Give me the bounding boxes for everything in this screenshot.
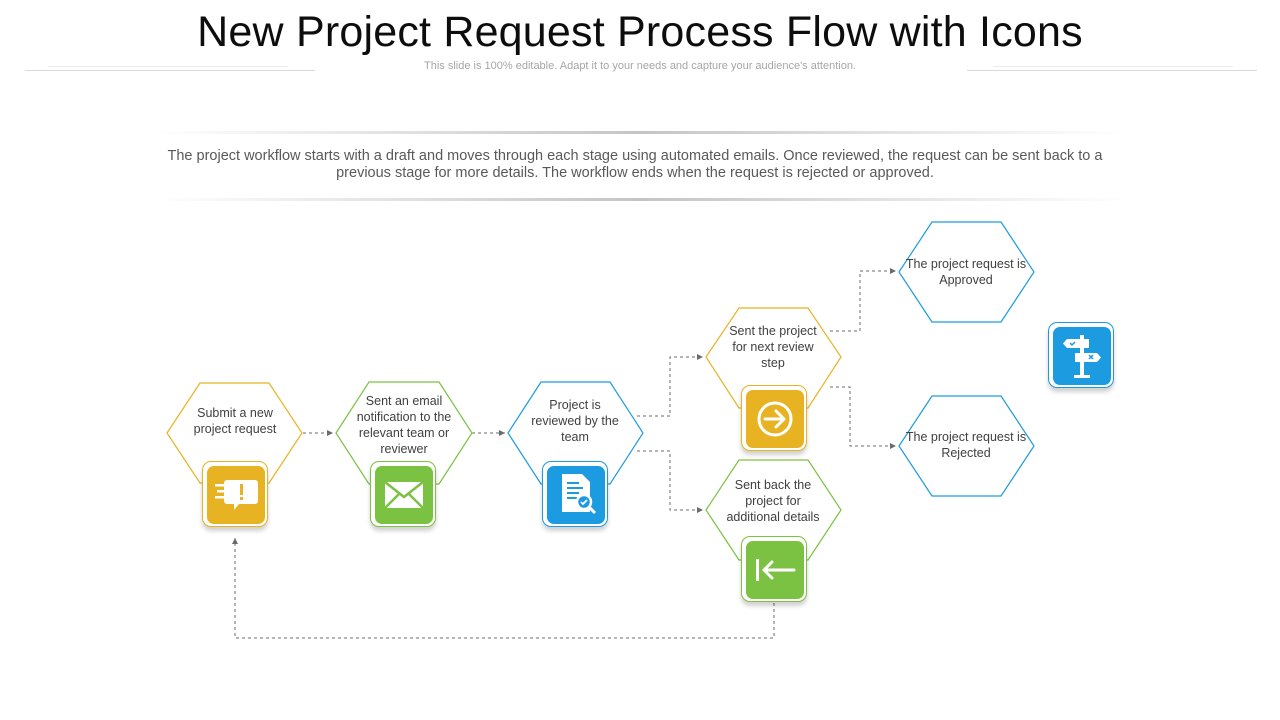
alert-message-icon [207, 466, 265, 524]
title-rule-right [967, 70, 1257, 71]
hexagon-next-step [705, 307, 842, 409]
node-label-next-step: Sent the project for next review step [729, 324, 817, 370]
signpost-icon [1053, 327, 1111, 385]
hexagon-approved [898, 221, 1035, 323]
description-top-band [155, 131, 1125, 134]
title-rule-right-thin [993, 66, 1233, 67]
arrow-right-circle-icon [746, 390, 804, 448]
tile-next-step [741, 385, 807, 451]
connector-loop-back [232, 538, 775, 639]
document-search-icon [547, 466, 605, 524]
tile-email [370, 461, 436, 527]
page-title: New Project Request Process Flow with Ic… [197, 8, 1083, 56]
hexagon-submit [166, 382, 303, 484]
description-bottom-band [155, 198, 1125, 201]
node-label-approved: The project request is Approved [905, 257, 1027, 287]
description-text: The project workflow starts with a draft… [167, 148, 1103, 181]
connector-review-back [637, 450, 703, 513]
envelope-icon [375, 466, 433, 524]
tile-submit [202, 461, 268, 527]
node-label-submit: Submit a new project request [193, 406, 277, 436]
tile-sent-back [741, 536, 807, 602]
hexagon-rejected [898, 395, 1035, 497]
tile-decision [1048, 322, 1114, 388]
arrow-left-bar-icon [746, 541, 804, 599]
connector-review-next [637, 354, 703, 417]
hexagon-email [335, 381, 473, 485]
title-rule-left-thin [48, 66, 288, 67]
hexagon-sent-back [705, 459, 842, 561]
node-label-review: Project is reviewed by the team [531, 398, 619, 444]
page-subtitle: This slide is 100% editable. Adapt it to… [424, 60, 856, 72]
connector-next-rejected [830, 386, 896, 449]
node-label-email: Sent an email notification to the releva… [356, 394, 452, 456]
hexagon-review [507, 381, 644, 485]
node-label-rejected: The project request is Rejected [905, 430, 1027, 460]
title-rule-left [25, 70, 315, 71]
node-label-sent-back: Sent back the project for additional det… [726, 478, 820, 524]
tile-review [542, 461, 608, 527]
connector-next-approved [830, 268, 896, 332]
